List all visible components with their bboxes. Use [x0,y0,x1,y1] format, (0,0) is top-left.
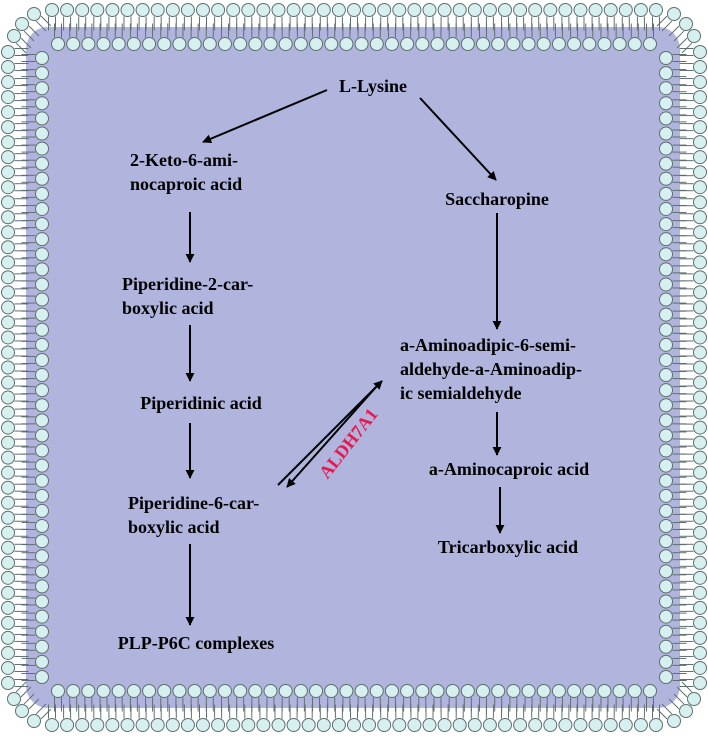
node-tricarboxylic-acid: Tricarboxylic acid [438,537,578,557]
node-piperidine-6-carboxylic-acid: Piperidine-6-car-boxylic acid [128,493,259,537]
node-label-line: aldehyde-a-Aminoadip- [400,359,582,379]
node-label-line: Piperidine-2-car- [122,274,253,294]
phospholipid-bilayer-icon [1,3,707,732]
node-label-line: Piperidine-6-car- [128,493,259,513]
node-saccharopine: Saccharopine [445,189,549,209]
reaction-arrows [185,89,505,626]
node-label-line: boxylic acid [128,517,220,537]
node-label-line: 2-Keto-6-ami- [130,150,238,170]
node-label-line: ic semialdehyde [400,383,522,403]
arrow-lysine-to-keto [202,89,328,144]
node-label-line: PLP-P6C complexes [118,633,274,653]
arrow-piperidine6-to-aminoadipic [277,380,383,486]
node-label-line: L-Lysine [339,76,407,96]
node-label-line: a-Aminoadipic-6-semi- [400,335,576,355]
node-label-line: a-Aminocaproic acid [429,459,589,479]
node-a-aminocaproic-acid: a-Aminocaproic acid [429,459,589,479]
node-piperidine-2-carboxylic-acid: Piperidine-2-car-boxylic acid [122,274,253,318]
node-plp-p6c-complexes: PLP-P6C complexes [118,633,274,653]
node-label-line: nocaproic acid [130,174,242,194]
node-piperidinic-acid: Piperidinic acid [140,393,262,413]
node-l-lysine: L-Lysine [339,76,407,96]
arrow-aminoadipic-to-piperidine6 [286,385,378,488]
node-label-line: Tricarboxylic acid [438,537,578,557]
node-a-aminoadipic-semialdehyde: a-Aminoadipic-6-semi-aldehyde-a-Aminoadi… [400,335,582,403]
node-label-line: Saccharopine [445,189,549,209]
node-label-line: Piperidinic acid [140,393,262,413]
node-label-line: boxylic acid [122,298,214,318]
node-2-keto-6-aminocaproic-acid: 2-Keto-6-ami-nocaproic acid [130,150,242,194]
cell-body [26,27,680,708]
arrow-lysine-to-saccharopine [419,97,497,181]
